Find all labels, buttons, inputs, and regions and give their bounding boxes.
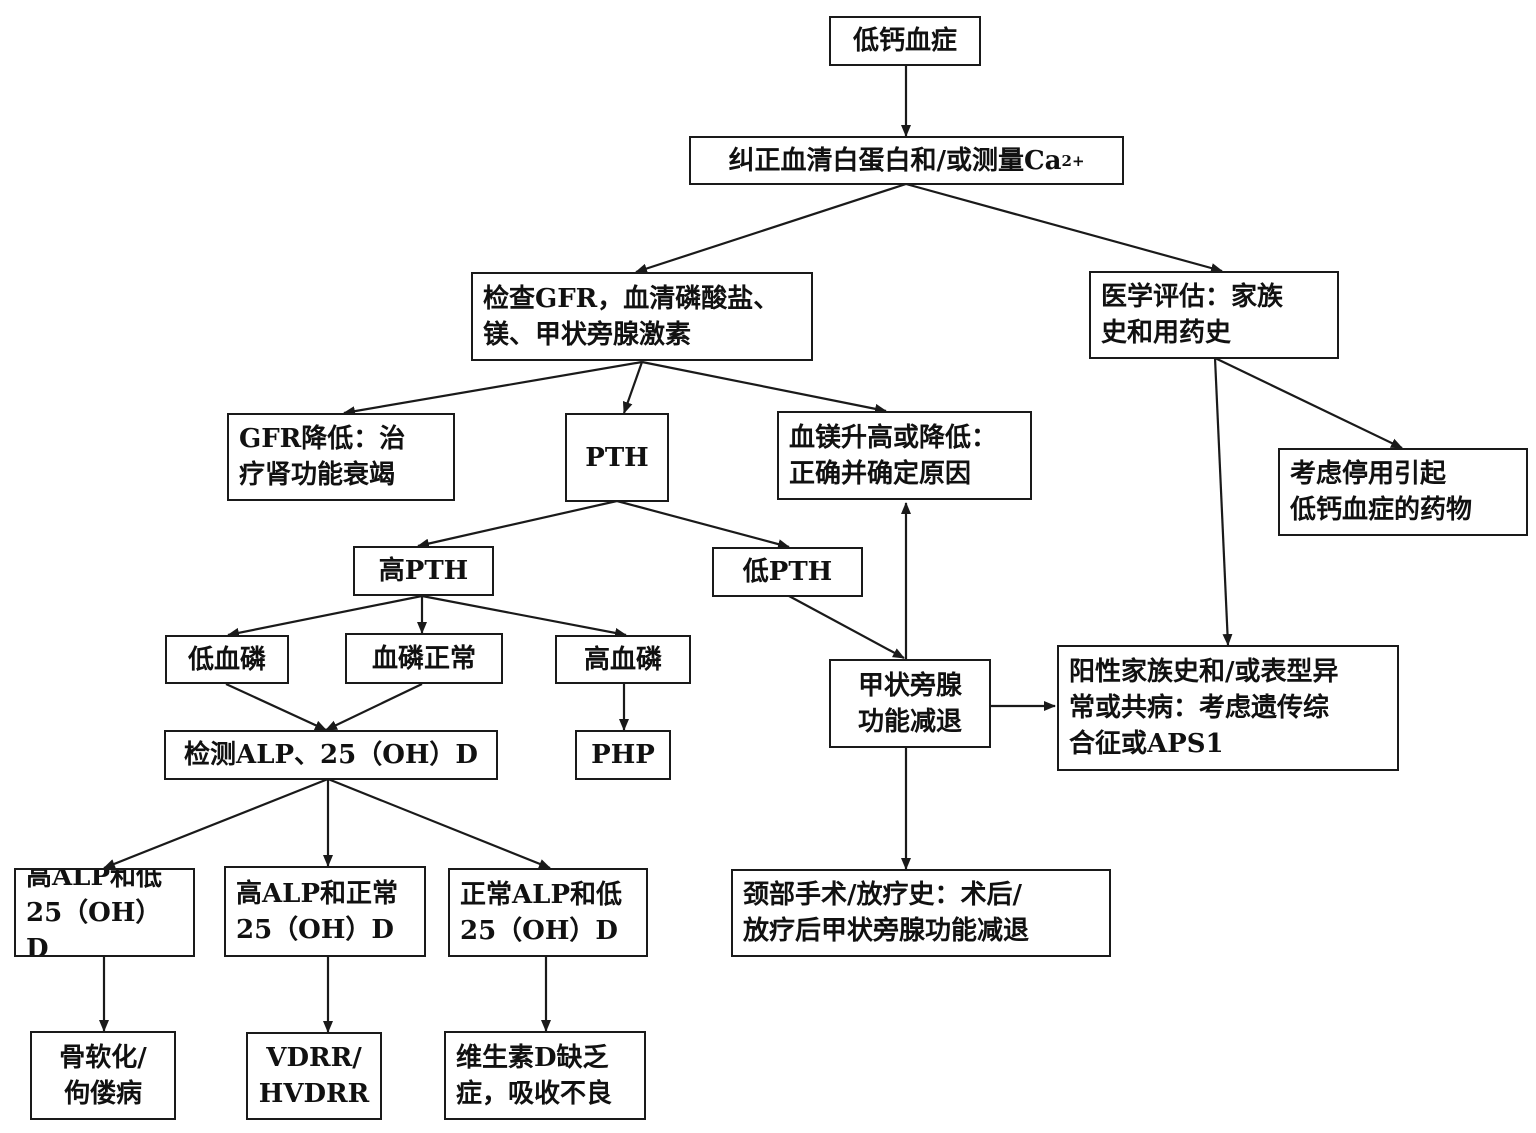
node-hypocalcemia: 低钙血症 bbox=[829, 16, 981, 66]
node-gfr-low: GFR降低：治 疗肾功能衰竭 bbox=[227, 413, 455, 501]
arrow-normalphos-to-alp bbox=[325, 683, 423, 731]
node-correct-albumin-text: 纠正血清白蛋白和/或测量Ca bbox=[728, 145, 1062, 176]
node-high-alp-low-d: 高ALP和低 25（OH）D bbox=[14, 868, 195, 957]
node-hypoparathyroidism: 甲状旁腺 功能减退 bbox=[829, 659, 991, 748]
arrow-alp-to-first bbox=[103, 777, 329, 870]
node-neck-surgery: 颈部手术/放疗史：术后/ 放疗后甲状旁腺功能减退 bbox=[731, 869, 1111, 957]
node-normal-phos: 血磷正常 bbox=[345, 633, 503, 684]
node-pth: PTH bbox=[565, 413, 669, 502]
arrow-high-to-highphos bbox=[421, 594, 627, 638]
node-osteomalacia: 骨软化/ 佝偻病 bbox=[30, 1031, 176, 1120]
arrow-eval-to-genetic bbox=[1213, 357, 1233, 646]
arrow-high-to-lowphos bbox=[227, 594, 423, 638]
node-high-pth: 高PTH bbox=[353, 546, 494, 596]
node-check-gfr: 检查GFR，血清磷酸盐、 镁、甲状旁腺激素 bbox=[471, 272, 813, 361]
node-measure-alp: 检测ALP、25（OH）D bbox=[164, 730, 498, 780]
node-php: PHP bbox=[575, 730, 671, 780]
arrow-check-to-pth bbox=[622, 361, 644, 414]
arrow-lowpth-to-hypopara bbox=[788, 595, 905, 659]
arrow-lowphos-to-alp bbox=[225, 683, 327, 731]
arrow-pth-to-low bbox=[616, 499, 790, 549]
arrow-correct-to-eval bbox=[905, 182, 1223, 273]
arrow-correct-to-check bbox=[635, 182, 907, 274]
arrow-eval-to-drugs bbox=[1214, 357, 1403, 449]
node-normal-alp-low-d: 正常ALP和低 25（OH）D bbox=[448, 868, 648, 957]
node-mg-abnormal: 血镁升高或降低： 正确并确定原因 bbox=[777, 411, 1032, 500]
node-low-phos: 低血磷 bbox=[165, 635, 289, 684]
node-vitd-deficiency: 维生素D缺乏 症，吸收不良 bbox=[444, 1031, 646, 1120]
node-low-pth: 低PTH bbox=[712, 547, 863, 597]
node-vdrr: VDRR/ HVDRR bbox=[246, 1032, 382, 1120]
arrow-alp-to-third bbox=[327, 777, 551, 870]
arrow-check-to-gfr bbox=[343, 360, 643, 417]
node-high-phos: 高血磷 bbox=[555, 635, 691, 684]
node-medical-eval: 医学评估：家族 史和用药史 bbox=[1089, 271, 1339, 359]
node-consider-drugs: 考虑停用引起 低钙血症的药物 bbox=[1278, 448, 1528, 536]
arrow-check-to-mg bbox=[641, 360, 887, 414]
node-genetic-syndrome: 阳性家族史和/或表型异 常或共病：考虑遗传综 合征或APS1 bbox=[1057, 645, 1399, 771]
node-high-alp-normal-d: 高ALP和正常 25（OH）D bbox=[224, 866, 426, 957]
arrow-pth-to-high bbox=[417, 499, 618, 549]
